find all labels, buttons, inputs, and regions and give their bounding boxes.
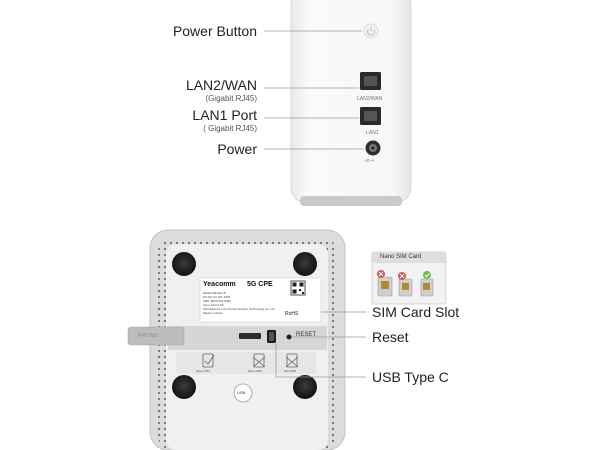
reset-hole <box>286 334 292 340</box>
sim-card-slot <box>239 333 261 339</box>
callout-lines-top <box>264 30 364 150</box>
reset-print: RESET <box>296 332 317 338</box>
usb-badge-print: USB <box>237 390 246 395</box>
rubber-foot <box>293 252 317 276</box>
nano-card-title: Nano SIM Card <box>380 254 422 260</box>
router-back-view <box>290 0 412 206</box>
sticker-fine-print: Model:NR330-L8 DC12V 2A SN: 2846 IMEI: 8… <box>203 291 275 315</box>
lan1-port-icon <box>360 107 381 125</box>
rubber-foot <box>293 375 317 399</box>
rubber-pry-tab <box>127 326 185 346</box>
dc-power-jack-icon <box>365 140 381 156</box>
rubber-foot <box>172 252 196 276</box>
lan2-wan-label: LAN2/WAN <box>185 77 257 93</box>
lan1-port-sublabel: ( Gigabit RJ45) <box>203 124 257 133</box>
sim-label-mini: Mini-SIM <box>284 369 296 373</box>
callout-lines-bottom <box>275 311 366 378</box>
lan2-port-print: LAN2/WAN <box>357 96 383 102</box>
power-button-label: Power Button <box>172 23 257 39</box>
sticker-model: 5G CPE <box>247 281 273 288</box>
power-button-icon <box>363 23 379 39</box>
lan2-port-icon <box>360 72 381 90</box>
pry-tab-print: PRO MS <box>138 333 158 339</box>
sim-label-nano: Nano-SIM <box>196 369 210 373</box>
nano-sim-illustration <box>371 251 447 305</box>
usb-type-c-label: USB Type C <box>372 369 449 385</box>
sim-label-micro: Micro-SIM <box>248 369 262 373</box>
router-bottom-view <box>127 229 346 450</box>
lan1-port-print: LAN1 <box>366 130 379 136</box>
power-label: Power <box>217 141 257 157</box>
qr-code-icon <box>290 280 306 296</box>
sticker-brand: Yeacomm <box>203 281 236 288</box>
usb-badge-icon <box>233 383 253 403</box>
sim-size-icons <box>176 352 316 374</box>
reset-label: Reset <box>372 329 409 345</box>
power-symbol-print: -⊙-+ <box>364 158 375 164</box>
lan2-wan-sublabel: (Gigabit RJ45) <box>205 94 257 103</box>
sim-card-slot-label: SIM Card Slot <box>372 304 460 320</box>
check-icon <box>423 271 431 279</box>
rohs-mark: RoHS <box>285 311 299 317</box>
rubber-foot <box>172 375 196 399</box>
lan1-port-label: LAN1 Port <box>192 107 257 123</box>
